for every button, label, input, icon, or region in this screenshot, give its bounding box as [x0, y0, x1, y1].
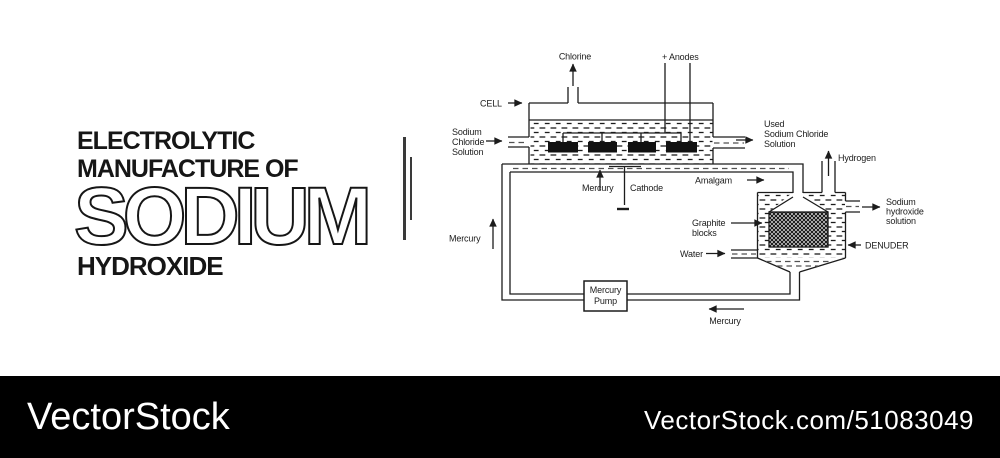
brine-inlet-pipe	[508, 136, 529, 148]
label-used-2: Sodium Chloride	[764, 129, 828, 139]
label-water: Water	[680, 249, 703, 259]
hydrogen-outlet	[821, 161, 836, 193]
label-graphite-1: Graphite	[692, 218, 725, 228]
label-used-1: Used	[764, 119, 785, 129]
label-mercury-cell: Mercury	[582, 183, 614, 193]
label-used-3: Solution	[764, 139, 795, 149]
title-line-2: MANUFACTURE OF	[77, 155, 299, 183]
title-divider-line-1	[403, 137, 406, 240]
label-anodes: + Anodes	[662, 52, 699, 62]
watermark-bar: VectorStock VectorStock.com/51083049	[0, 376, 1000, 458]
denuder-funnel	[757, 257, 846, 273]
naoh-outlet-pipe	[845, 200, 860, 213]
mercury-return-pipe	[501, 164, 846, 301]
label-cell: CELL	[480, 99, 502, 109]
label-denuder: DENUDER	[865, 241, 909, 251]
mercury-pump: Mercury Pump	[583, 280, 628, 312]
label-cathode: Cathode	[630, 183, 663, 193]
label-graphite-2: blocks	[692, 228, 717, 238]
anode-feed-wires	[664, 63, 691, 142]
label-amalgam: Amalgam	[695, 176, 732, 186]
title-line-1: ELECTROLYTIC	[77, 127, 255, 155]
mercury-pump-label-2: Pump	[594, 296, 617, 306]
label-hydrogen: Hydrogen	[838, 153, 876, 163]
label-nacl-1: Sodium	[452, 127, 482, 137]
amalgam-pipe	[502, 163, 804, 197]
label-naoh-2: hydroxide	[886, 207, 924, 217]
label-mercury-left: Mercury	[449, 234, 481, 244]
mercury-pump-label-1: Mercury	[590, 285, 622, 295]
graphite-block	[768, 211, 829, 248]
anode-bar-3	[628, 142, 656, 153]
cathode-terminal	[609, 165, 641, 211]
label-nacl-3: Solution	[452, 147, 483, 157]
mercury-pump-box	[583, 280, 628, 312]
label-chlorine: Chlorine	[559, 52, 591, 62]
denuder-neck-flare	[768, 196, 829, 213]
vectorstock-image-ref: VectorStock.com/51083049	[644, 404, 974, 435]
label-naoh-1: Sodium	[886, 197, 916, 207]
denuder-vessel	[731, 161, 860, 267]
anode-bus-bar	[562, 132, 682, 142]
title-line-4: HYDROXIDE	[77, 251, 224, 281]
anode-bar-1	[548, 142, 578, 153]
title-divider-line-2	[410, 157, 412, 220]
label-mercury-bottom: Mercury	[709, 316, 741, 326]
brine-outlet-pipe	[713, 136, 745, 149]
label-naoh-3: solution	[886, 216, 916, 226]
label-nacl-2: Chloride	[452, 137, 484, 147]
title-word-sodium: SODIUM	[73, 171, 373, 262]
water-inlet-pipe	[731, 249, 758, 259]
anode-bar-4	[666, 142, 697, 153]
chlorine-outlet	[567, 87, 579, 103]
anode-bar-2	[588, 142, 617, 153]
vectorstock-logo-text: VectorStock	[27, 395, 230, 438]
electrolytic-cell	[508, 63, 745, 211]
